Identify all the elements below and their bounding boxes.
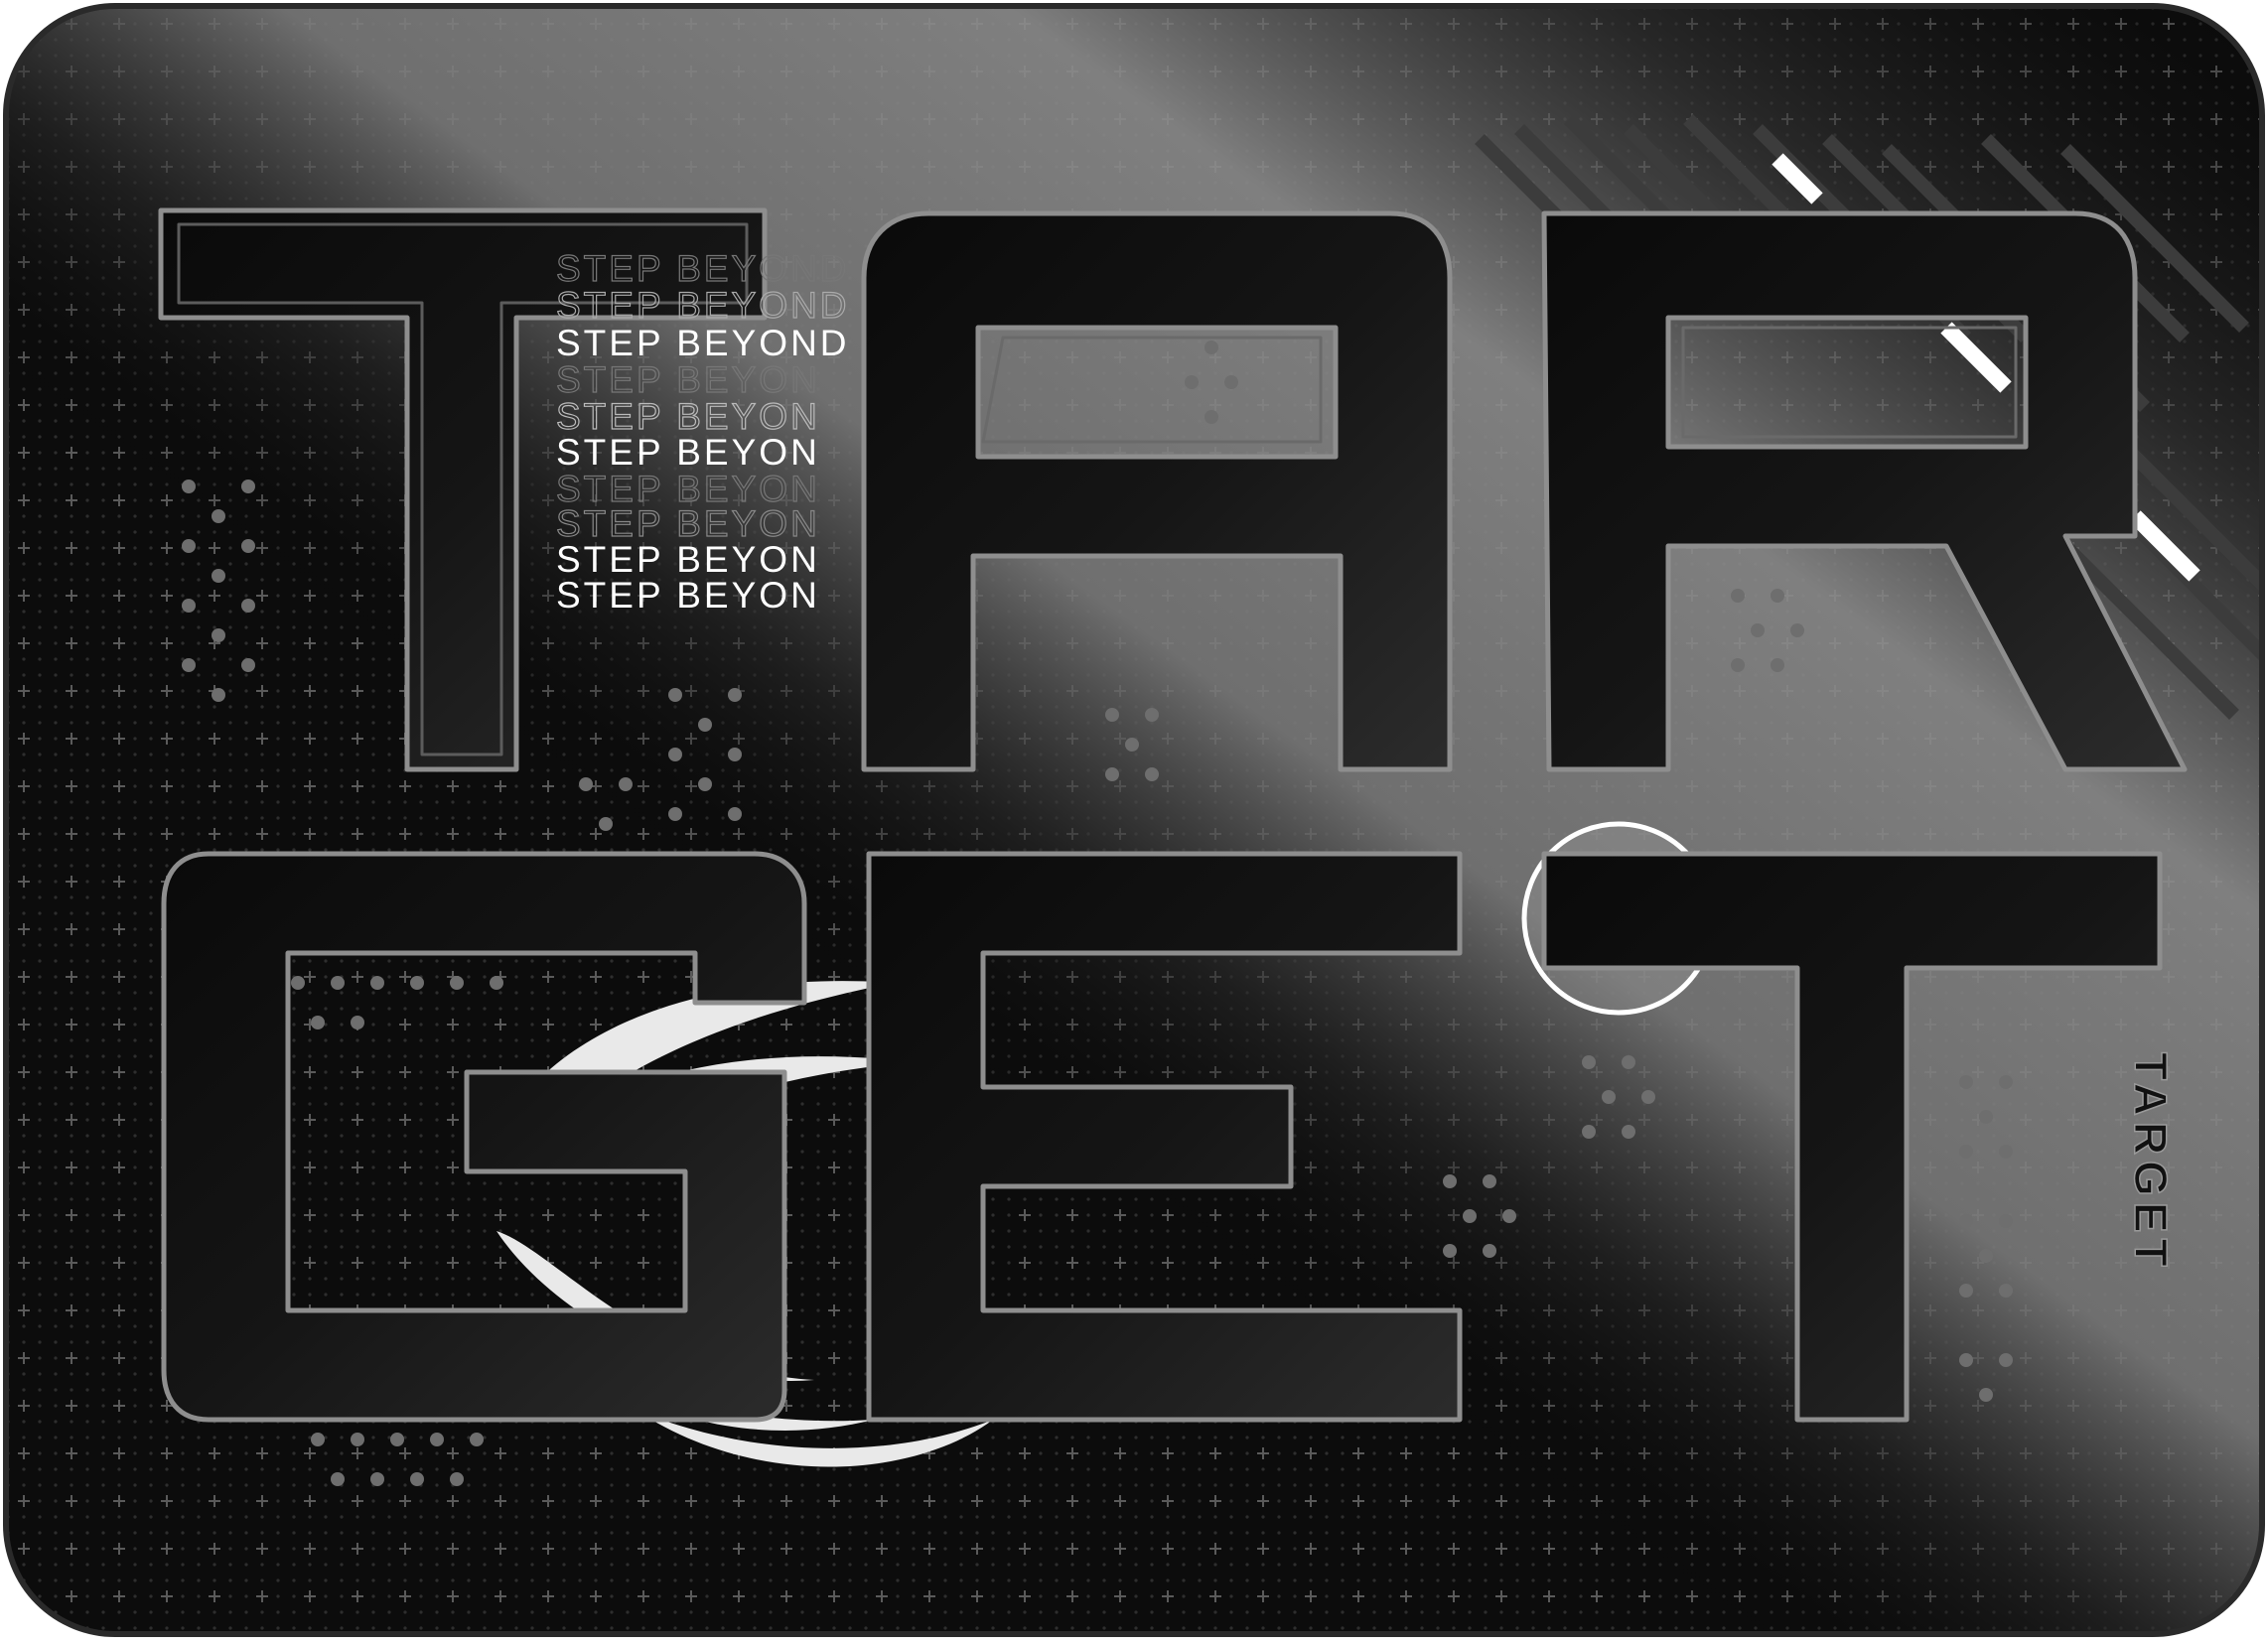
- tagline-line: STEP BEYON: [556, 432, 820, 473]
- tagline-line: STEP BEYOND: [556, 323, 850, 363]
- letter-g: [161, 851, 807, 1423]
- big-letters: [158, 207, 2188, 1423]
- tagline-line: STEP BEYON: [556, 469, 820, 509]
- tagline-line: STEP BEYOND: [556, 285, 850, 326]
- tagline-line: STEP BEYON: [556, 359, 820, 400]
- letter-r: [1541, 210, 2188, 772]
- tagline-stack: STEP BEYOND STEP BEYOND STEP BEYOND STEP…: [555, 247, 850, 616]
- pad-edge: [3, 3, 2265, 1637]
- brand-vertical: TARGET: [2125, 1052, 2177, 1273]
- tagline-line: STEP BEYON: [556, 539, 820, 580]
- white-slash-accents: [1772, 153, 2200, 582]
- stud-clusters: [182, 341, 2013, 1486]
- tagline-line: STEP BEYOND: [556, 248, 850, 289]
- tagline-line: STEP BEYON: [556, 396, 820, 437]
- letter-t-bottom: [1541, 851, 2163, 1423]
- tagline-line: STEP BEYON: [556, 575, 820, 616]
- letter-t-top: [158, 207, 768, 772]
- letter-e: [866, 851, 1463, 1423]
- letter-a: [861, 210, 1453, 772]
- tagline-line: STEP BEYON: [556, 503, 820, 544]
